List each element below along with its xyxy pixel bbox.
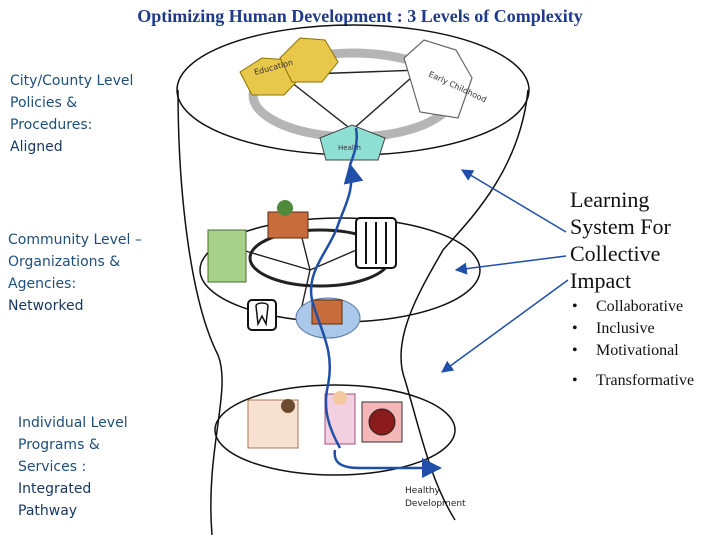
individual-level-label: Individual Level Programs & Services : I… bbox=[18, 412, 128, 522]
bullet-item: •Inclusive bbox=[572, 320, 655, 337]
heart-icon bbox=[368, 408, 396, 436]
level-text: Policies & bbox=[10, 95, 78, 111]
level-title: Individual Level bbox=[18, 415, 128, 431]
tooth-shape bbox=[255, 302, 269, 327]
learning-arrow-bottom bbox=[441, 279, 569, 373]
level-status: Pathway bbox=[18, 503, 78, 519]
level-text: Services : bbox=[18, 459, 87, 475]
funnel-right-edge bbox=[400, 89, 529, 521]
learning-arrow-top bbox=[460, 169, 567, 233]
bullet-text: Collaborative bbox=[596, 298, 684, 315]
learning-bullets: •Collaborative •Inclusive •Motivational … bbox=[572, 298, 694, 394]
health-pentagon bbox=[319, 124, 386, 161]
tree-icon bbox=[277, 200, 293, 216]
bullet-item: •Collaborative bbox=[572, 298, 684, 315]
bullet-text: Transformative bbox=[596, 372, 695, 389]
education-hexagon-large bbox=[279, 37, 339, 83]
level-status: Aligned bbox=[10, 139, 63, 155]
doctor-head bbox=[281, 399, 295, 413]
learning-line: Impact bbox=[570, 268, 632, 293]
bullet-item: •Transformative bbox=[572, 372, 695, 389]
funnel-left-edge bbox=[177, 89, 223, 536]
storefront-icon bbox=[207, 229, 247, 283]
pathway-to-outcome bbox=[333, 449, 442, 478]
diagram-title: Optimizing Human Development : 3 Levels … bbox=[137, 6, 583, 26]
individual-ellipse bbox=[214, 384, 456, 476]
level-text: Agencies: bbox=[8, 276, 77, 292]
level-text: Procedures: bbox=[10, 117, 93, 133]
learning-arrow-middle bbox=[454, 255, 567, 275]
community-level-label: Community Level – Organizations & Agenci… bbox=[8, 229, 142, 317]
learning-line: Learning bbox=[570, 187, 650, 212]
healthy-development-line2: Development bbox=[405, 499, 466, 509]
level-text: Organizations & bbox=[8, 254, 121, 270]
nurse-head bbox=[333, 391, 347, 405]
bullet-text: Inclusive bbox=[596, 320, 655, 337]
level-title: City/County Level bbox=[10, 73, 134, 89]
learning-system-heading: Learning System For Collective Impact bbox=[570, 186, 671, 294]
bullet-text: Motivational bbox=[596, 342, 679, 359]
learning-line: System For bbox=[570, 214, 671, 239]
level-title: Community Level – bbox=[8, 232, 142, 248]
level-status: Integrated bbox=[18, 481, 92, 497]
city-county-level-label: City/County Level Policies & Procedures:… bbox=[10, 70, 133, 158]
office-building-windows bbox=[365, 222, 387, 264]
health-label: Health bbox=[338, 144, 361, 152]
integrated-pathway-arrow bbox=[309, 163, 364, 449]
bullet-item: •Motivational bbox=[572, 342, 679, 359]
learning-line: Collective bbox=[570, 241, 661, 266]
level-text: Programs & bbox=[18, 437, 100, 453]
early-childhood-shape bbox=[403, 39, 473, 119]
level-status: Networked bbox=[8, 298, 84, 314]
pathway-upper-branch bbox=[348, 127, 358, 166]
building-icon bbox=[267, 211, 309, 239]
healthy-development-line1: Healthy bbox=[405, 486, 441, 496]
